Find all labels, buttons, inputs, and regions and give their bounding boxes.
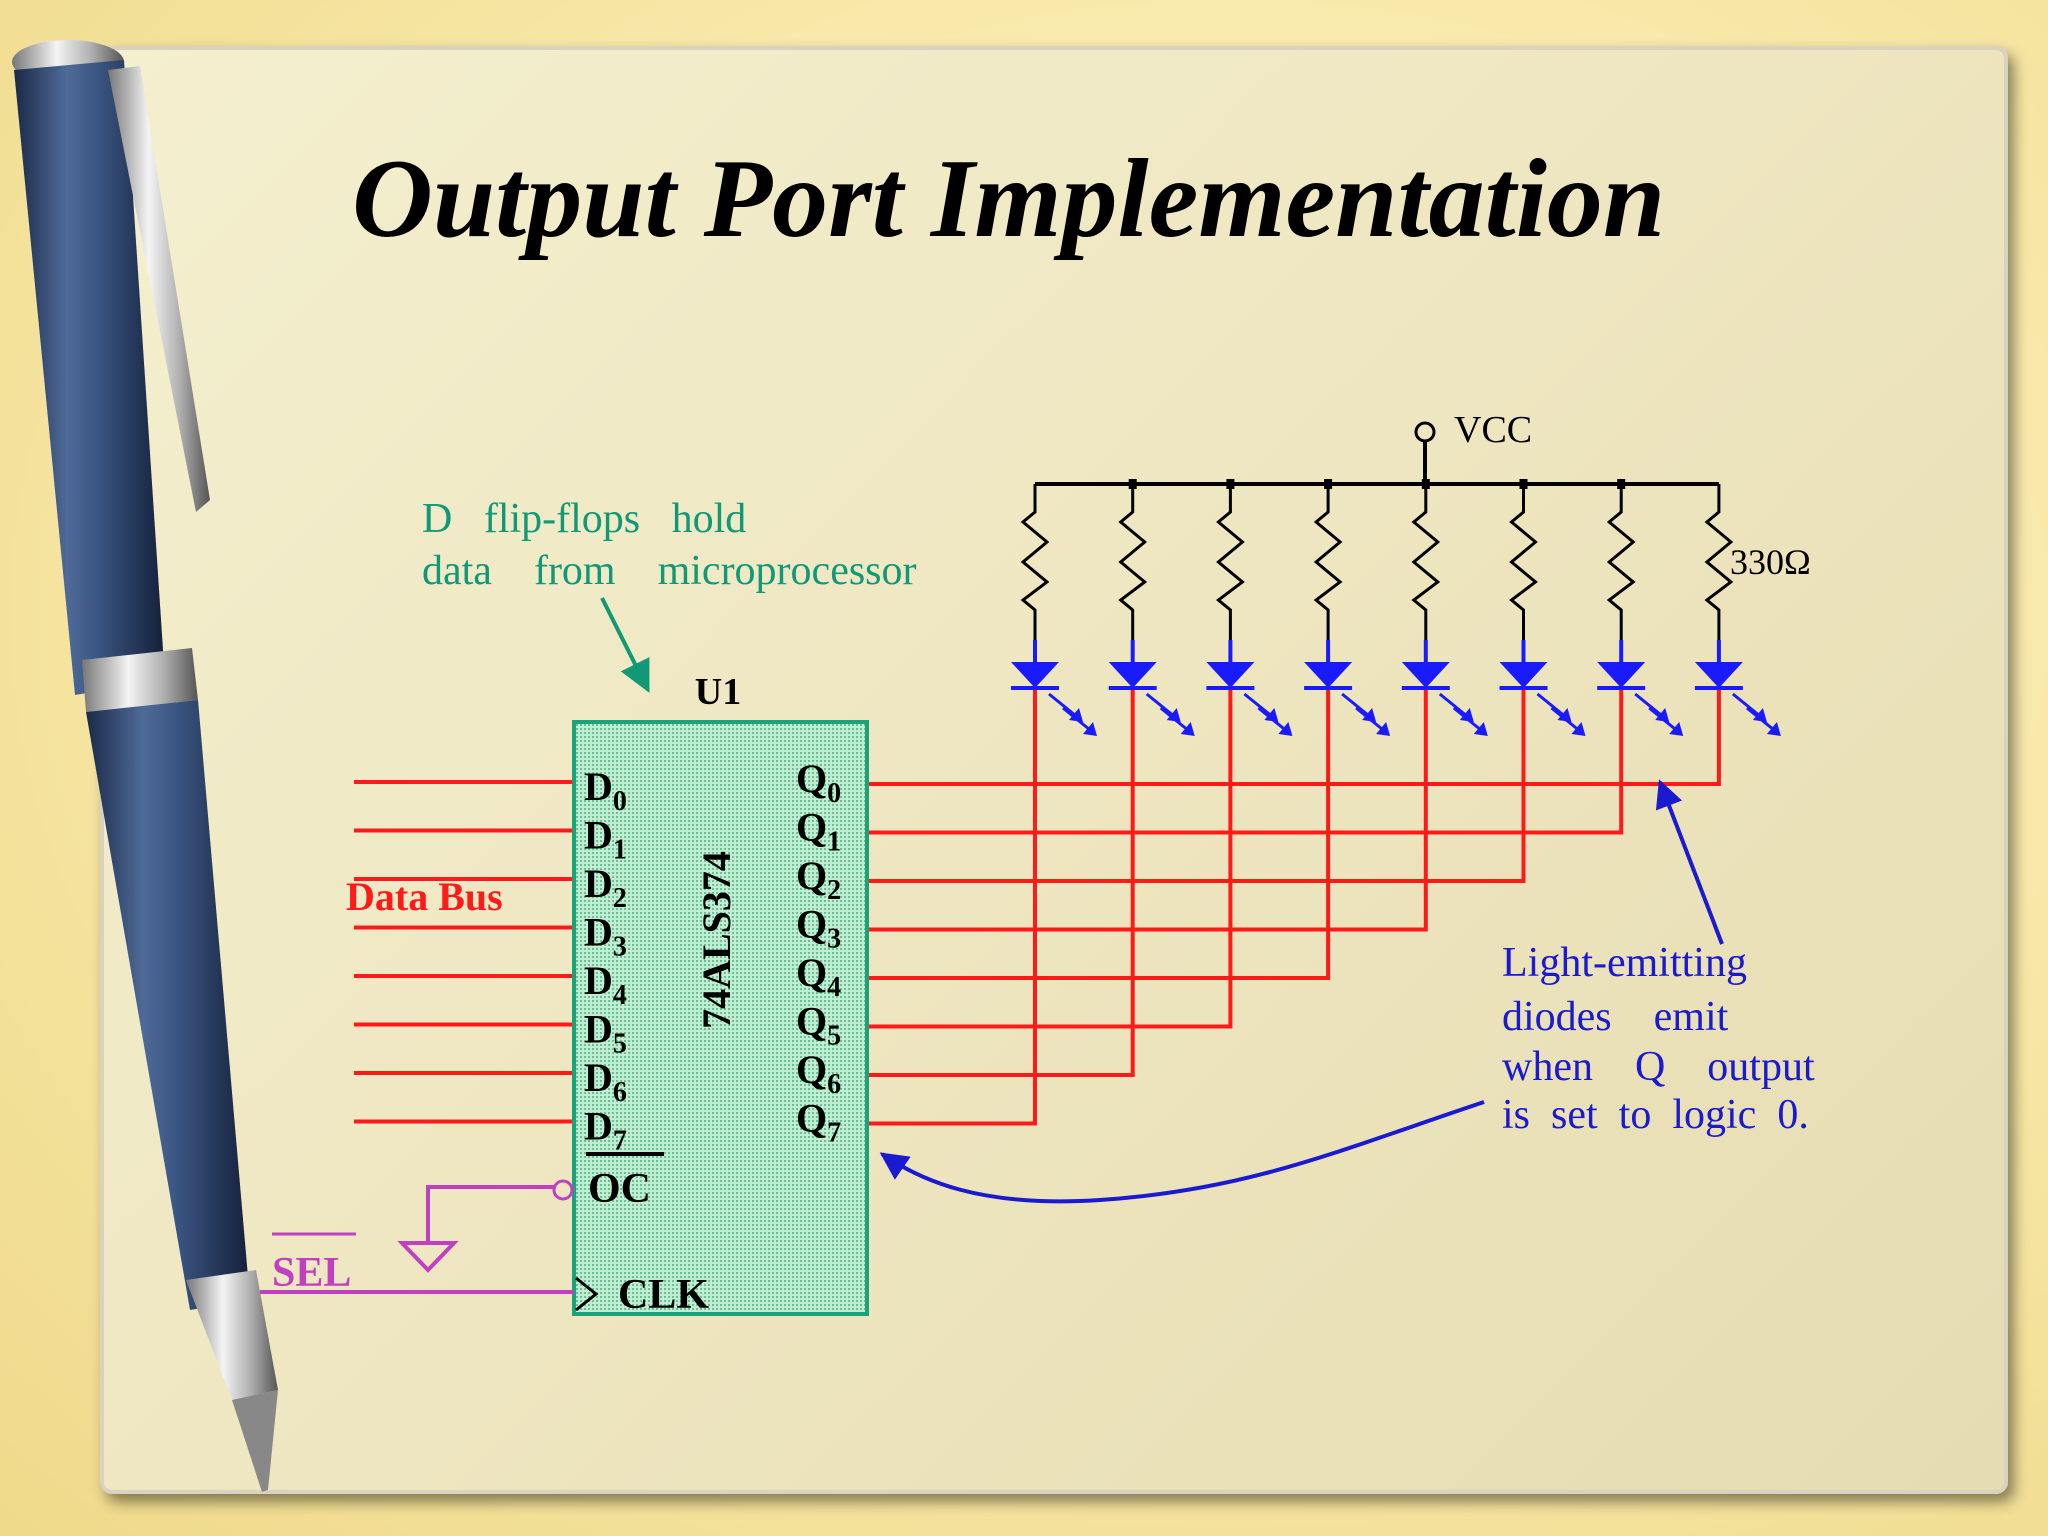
led-annotation-line-1: Light-emitting [1502, 940, 1747, 986]
output-pin-label: Q5 [796, 999, 841, 1052]
led-annotation-line-4: is set to logic 0. [1502, 1092, 1809, 1138]
led-channel [1401, 479, 1488, 736]
led-diode [1304, 662, 1353, 688]
led-channel [1108, 479, 1195, 736]
input-pin-label: D7 [584, 1104, 627, 1157]
led-diode [1401, 662, 1450, 688]
resistor [1118, 484, 1148, 640]
input-pin-label: D2 [584, 861, 627, 914]
light-ray-head [1166, 708, 1181, 722]
sel-line [260, 1232, 574, 1294]
led-diode [1694, 662, 1743, 688]
clk-pin-label: CLK [618, 1272, 709, 1318]
led-channel [1694, 484, 1781, 736]
output-wire [867, 688, 1428, 932]
light-ray-head [1571, 722, 1586, 736]
slide-panel [100, 46, 2008, 1494]
resistor [1411, 484, 1441, 640]
light-ray-head [1083, 722, 1097, 736]
light-ray-head [1069, 708, 1083, 722]
output-pin-label: Q3 [796, 902, 841, 955]
vcc-terminal [1414, 421, 1436, 443]
led-annotation-arrow-q7 [879, 1100, 1485, 1204]
output-pin-label: Q7 [796, 1096, 841, 1149]
output-wire [867, 688, 1624, 835]
vcc-label: VCC [1454, 409, 1532, 451]
output-wire [867, 688, 1233, 1029]
sel-label: SEL [272, 1250, 351, 1296]
output-wire [867, 688, 1037, 1126]
light-ray-head [1557, 708, 1572, 722]
led-channel [1597, 479, 1684, 736]
light-ray-head [1473, 722, 1488, 736]
output-wire [867, 688, 1331, 980]
light-ray-head [1278, 722, 1293, 736]
light-ray-head [1766, 722, 1781, 736]
resistor [1606, 484, 1636, 640]
resistor [1020, 484, 1050, 640]
chip-ref-label: U1 [695, 671, 741, 713]
flipflop-annotation-line-2: data from microprocessor [422, 548, 917, 594]
oc-pin-label: OC [588, 1166, 651, 1212]
resistor [1704, 484, 1734, 640]
resistor [1215, 484, 1245, 640]
oc-ground-wire [397, 1179, 574, 1273]
data-bus-lines [354, 780, 574, 1124]
input-pin-label: D3 [584, 910, 627, 963]
led-diode [1011, 662, 1059, 688]
led-channel [1304, 479, 1391, 736]
output-pin-label: Q2 [796, 853, 841, 906]
led-channel [1499, 479, 1586, 736]
led-annotation-line-2: diodes emit [1502, 994, 1729, 1040]
led-annotation-line-3: when Q output [1502, 1044, 1815, 1090]
slide-title: Output Port Implementation [352, 137, 1666, 261]
input-pin-label: D1 [584, 813, 627, 866]
light-ray-head [1264, 708, 1279, 722]
input-pin-label: D0 [584, 764, 627, 817]
led-diode [1499, 662, 1548, 688]
light-ray-head [1376, 722, 1391, 736]
output-wire [867, 688, 1135, 1077]
light-ray-head [1362, 708, 1377, 722]
flipflop-annotation-arrow [600, 597, 650, 693]
output-wires [867, 688, 1721, 1126]
led-diode [1108, 662, 1157, 688]
light-ray-head [1752, 708, 1767, 722]
input-pin-label: D5 [584, 1007, 627, 1060]
led-diode [1206, 662, 1255, 688]
chip-body [572, 720, 869, 1316]
chip-part-label: 74ALS374 [694, 851, 739, 1029]
output-wire [867, 688, 1526, 883]
led-diode [1597, 662, 1646, 688]
flipflop-annotation-line-1: D flip-flops hold [422, 496, 746, 542]
output-pin-label: Q6 [796, 1047, 841, 1100]
output-pin-label: Q0 [796, 756, 841, 809]
output-pin-label: Q4 [796, 950, 841, 1003]
light-ray-head [1459, 708, 1474, 722]
light-ray-head [1655, 708, 1670, 722]
light-ray-head [1669, 722, 1684, 736]
output-wire [867, 688, 1721, 786]
input-pin-label: D6 [584, 1055, 627, 1108]
data-bus-label: Data Bus [346, 874, 503, 919]
led-annotation-arrow-up [1655, 779, 1724, 945]
output-pin-label: Q1 [796, 805, 841, 858]
resistor [1313, 484, 1343, 640]
input-pin-label: D4 [584, 958, 627, 1011]
resistor [1509, 484, 1538, 640]
led-channel [1206, 479, 1293, 736]
led-channel [1011, 484, 1097, 736]
clk-edge-symbol [575, 1276, 599, 1312]
resistor-value-label: 330Ω [1730, 542, 1811, 582]
led-array [1011, 479, 1781, 736]
light-ray-head [1180, 722, 1195, 736]
